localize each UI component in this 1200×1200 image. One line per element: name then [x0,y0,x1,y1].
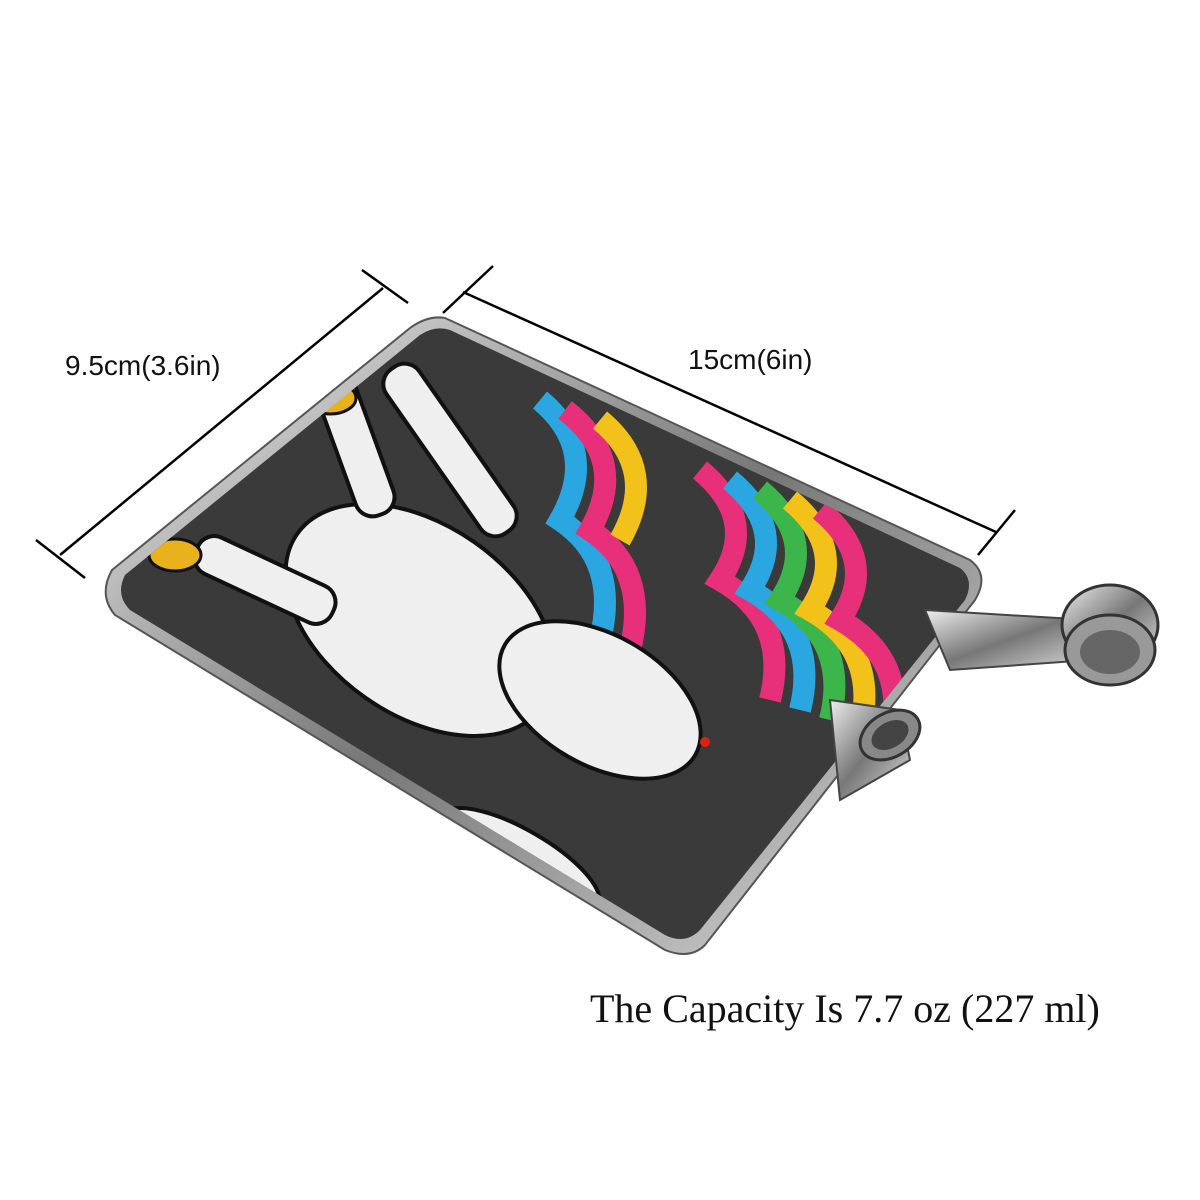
flask-cap [1060,583,1160,687]
width-dimension-line [35,268,409,579]
length-dimension-line [442,265,1016,556]
capacity-caption: The Capacity Is 7.7 oz (227 ml) [590,986,1100,1031]
flask-neck [828,698,922,802]
length-dimension-label: 15cm(6in) [688,344,813,375]
width-dimension-label: 9.5cm(3.6in) [65,350,221,381]
